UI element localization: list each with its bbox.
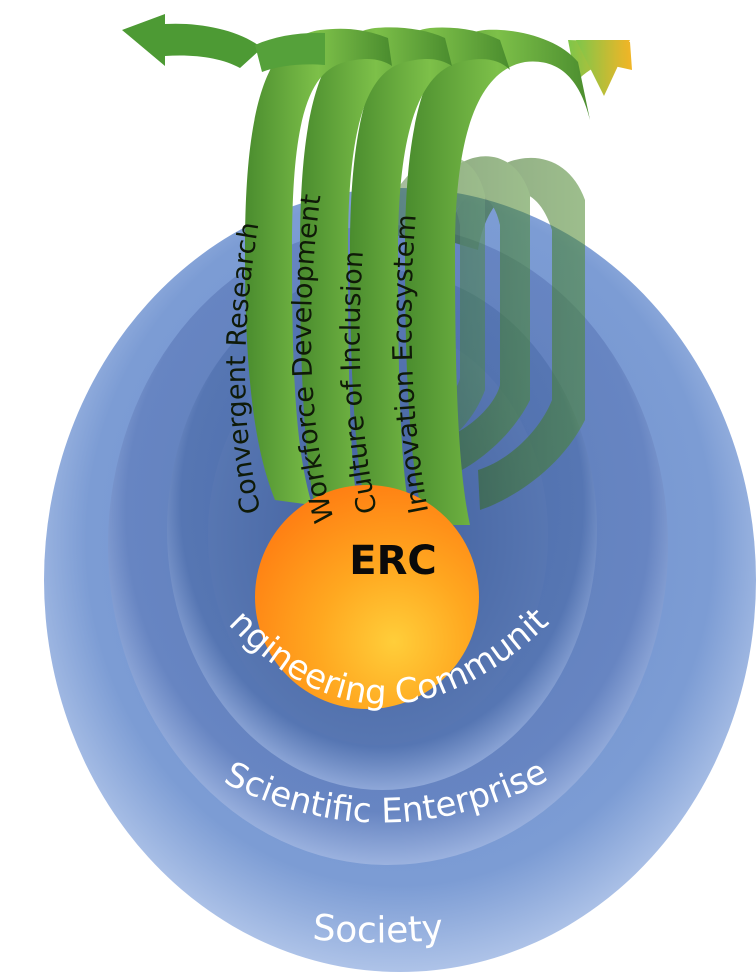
arrow-convergent-research (245, 28, 392, 506)
arrowhead-right-tip (576, 40, 630, 96)
ring-label-society: Society (311, 907, 445, 951)
arrow-workforce-development (300, 27, 452, 520)
arrowhead-left (122, 14, 262, 68)
arrow-innovation-ecosystem (405, 29, 590, 525)
core-label: ERC (349, 538, 436, 584)
core-sphere (255, 485, 479, 709)
arrow-culture-of-inclusion (350, 27, 510, 525)
